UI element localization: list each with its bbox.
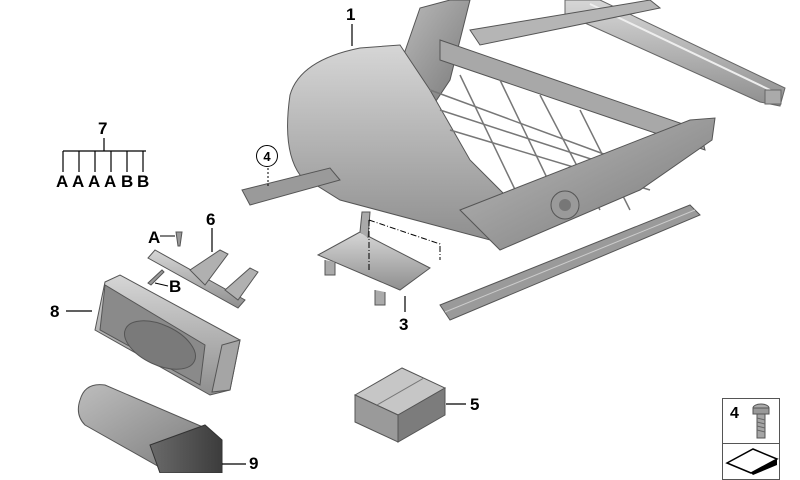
callout-4-label: 4 <box>263 148 271 164</box>
screw-icon <box>752 403 770 439</box>
fastener-letter-a4: A <box>104 172 117 191</box>
legend-divider <box>723 443 779 444</box>
sub-label-b: B <box>169 277 182 296</box>
fastener-letter-a2: A <box>72 172 85 191</box>
callout-1[interactable]: 1 <box>346 5 356 24</box>
callout-3[interactable]: 3 <box>399 315 409 334</box>
part-6-rail-bracket[interactable] <box>147 228 259 309</box>
fastener-letter-a3: A <box>88 172 101 191</box>
part-5-box[interactable] <box>353 367 466 443</box>
legend-number: 4 <box>730 405 739 422</box>
callout-8[interactable]: 8 <box>50 302 60 321</box>
part-8-housing[interactable] <box>66 274 241 396</box>
fastener-letter-a1: A <box>56 172 69 191</box>
callout-5[interactable]: 5 <box>470 395 480 414</box>
callout-9[interactable]: 9 <box>249 454 259 473</box>
callout-4-circled[interactable]: 4 <box>256 145 278 167</box>
part-9-cylinder-cover[interactable] <box>77 384 246 473</box>
callout-7[interactable]: 7 <box>98 119 108 138</box>
wedge-arrow-icon <box>725 448 779 475</box>
callout-6[interactable]: 6 <box>206 210 216 229</box>
legend-box[interactable]: 4 <box>722 398 780 480</box>
part-3-bracket[interactable] <box>316 211 441 312</box>
part-7-fastener-tree <box>62 138 146 172</box>
fastener-letter-b2: B <box>137 172 150 191</box>
fastener-letter-b1: B <box>121 172 134 191</box>
part-1-seat-frame[interactable] <box>241 0 716 321</box>
sub-label-a: A <box>148 228 161 247</box>
